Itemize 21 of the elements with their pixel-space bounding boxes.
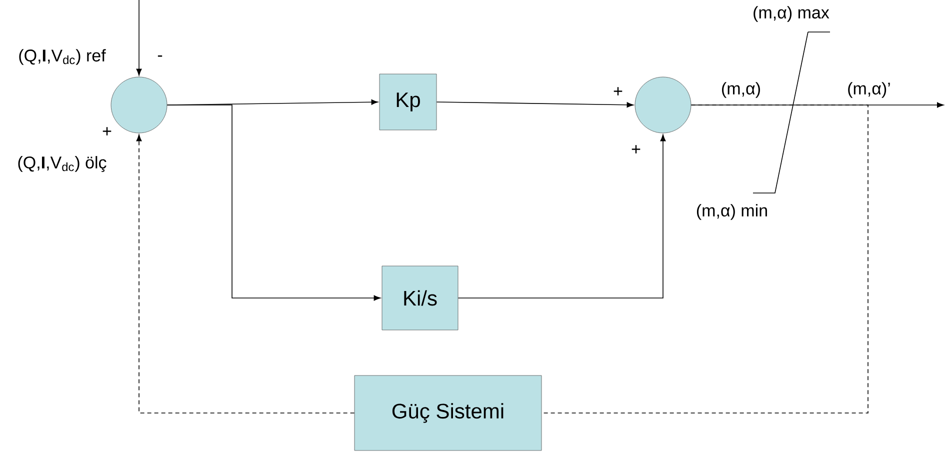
label-text: - (158, 55, 162, 57)
label-text: + (614, 87, 622, 96)
arrow (436, 102, 634, 108)
label-text: + (102, 127, 112, 136)
arrow (458, 134, 666, 298)
label-text: + (632, 145, 640, 154)
arrow (166, 104, 381, 301)
label-text: (m,α) max (754, 6, 830, 22)
summing-junction (634, 76, 692, 134)
label-text: (m,α) min (696, 204, 767, 220)
label-text: (Q,I,V$_{dc}$) ölç (18, 156, 106, 172)
feedback-line (136, 134, 355, 414)
block-box: Ki/s (382, 266, 458, 330)
label-text: (m,α)’ (848, 82, 890, 98)
arrow (136, 0, 142, 76)
label-text: (Q,I,V$_{dc}$) ref (19, 49, 106, 65)
label-text: (m,α) (722, 82, 760, 98)
feedback-line (541, 104, 868, 414)
block-box: Kp (379, 74, 437, 130)
block-box: Güç Sistemi (354, 375, 542, 451)
summing-junction (110, 76, 168, 134)
